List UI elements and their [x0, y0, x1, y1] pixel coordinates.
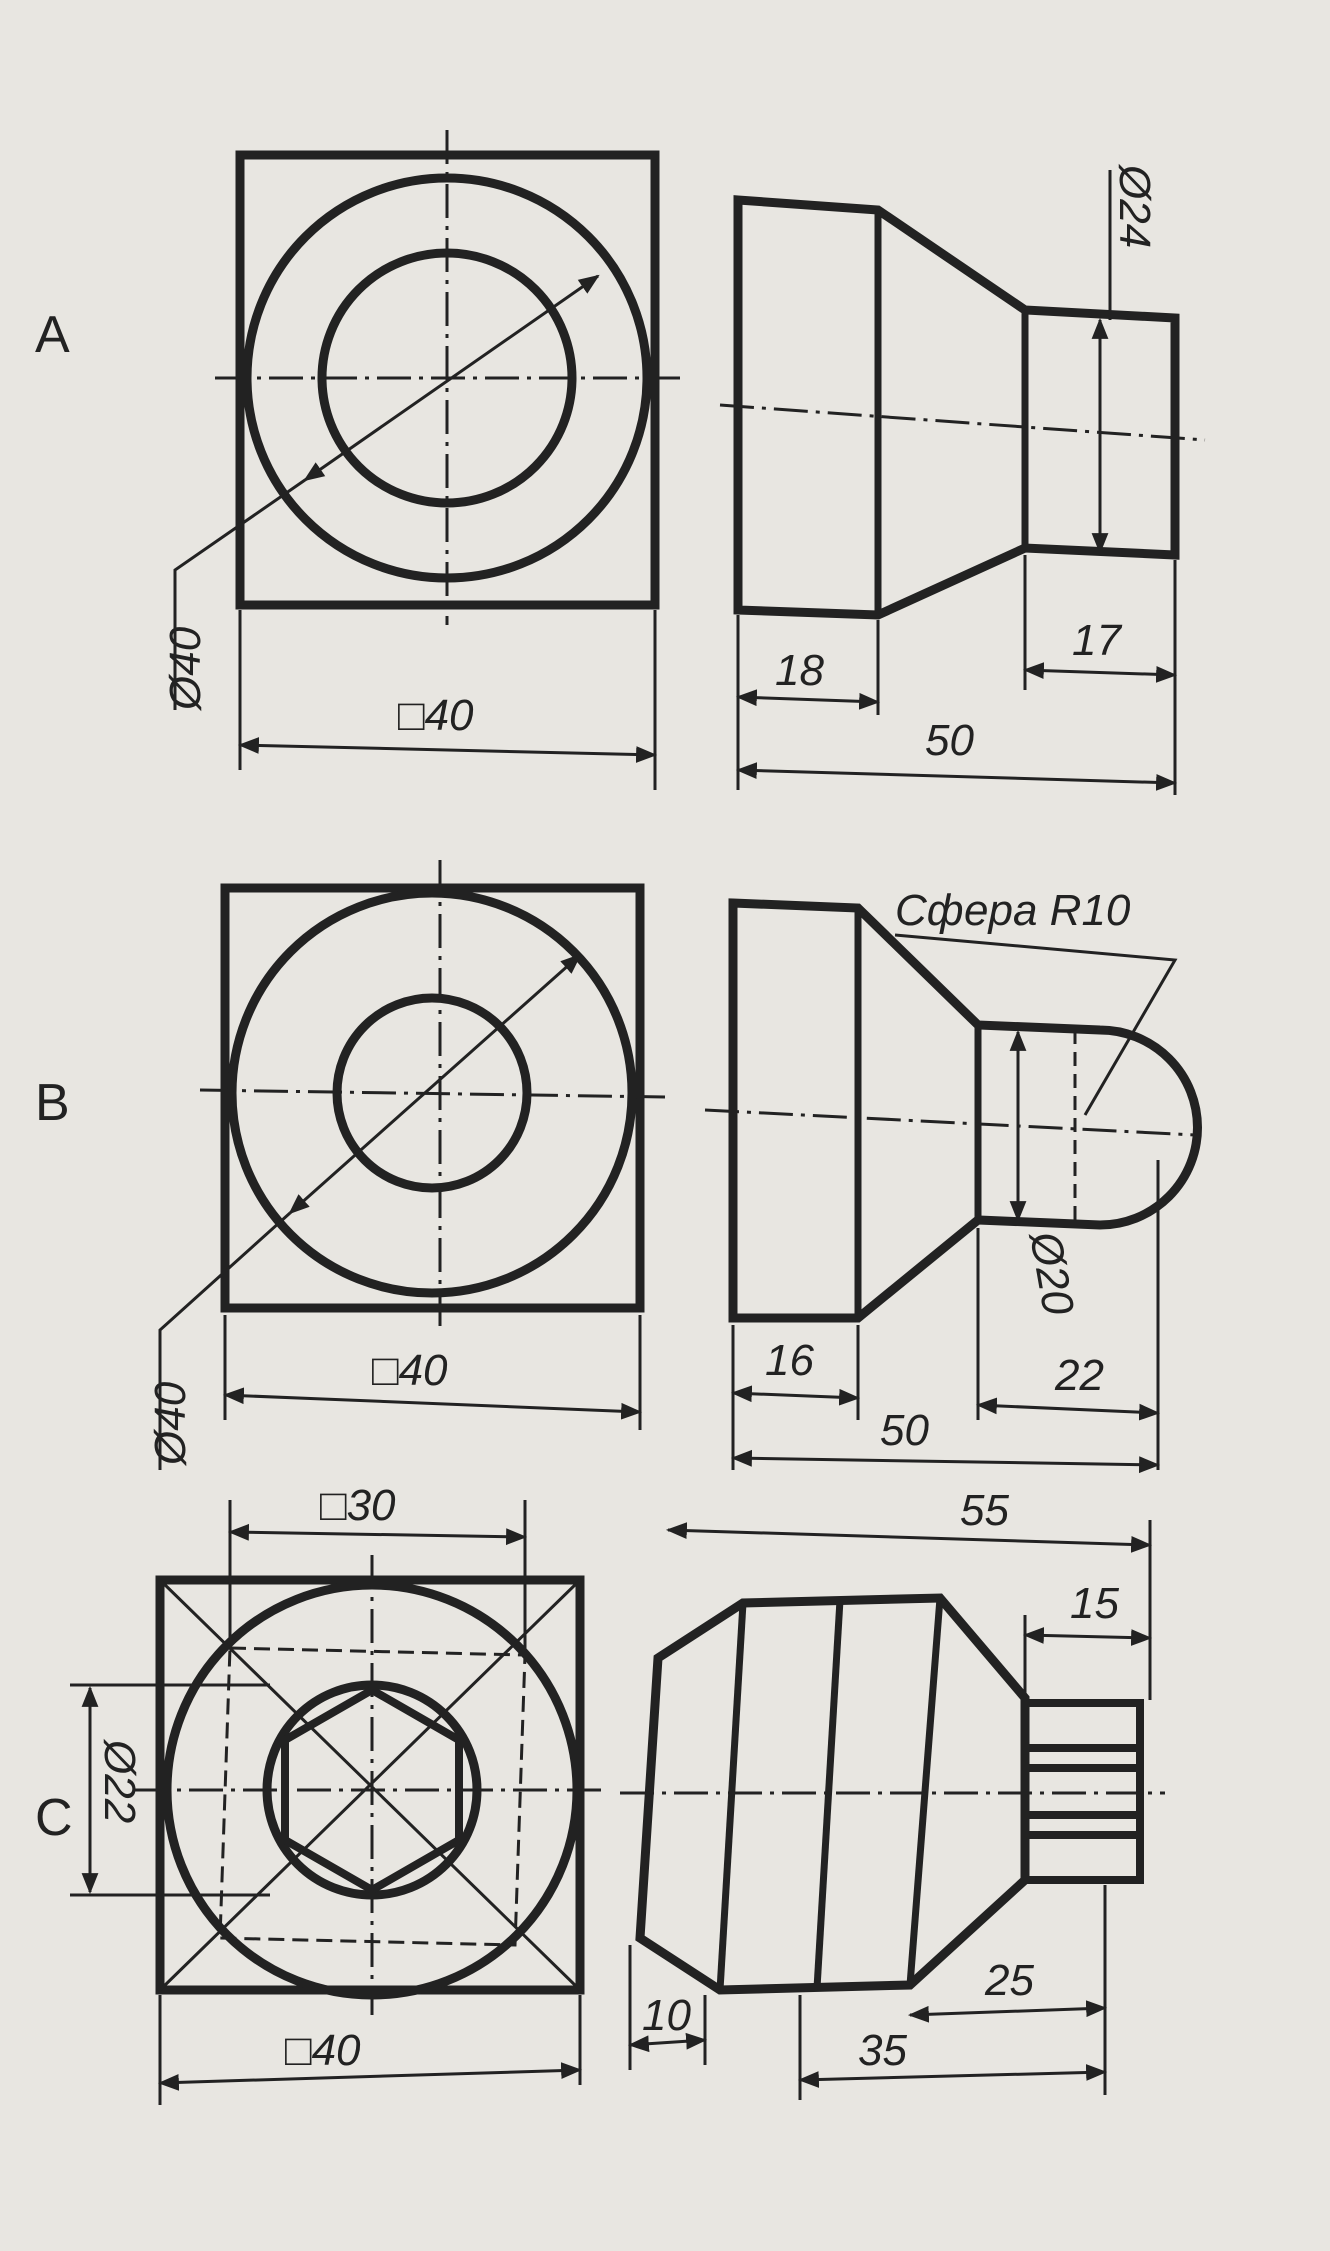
center-line-horizontal	[199, 1088, 666, 1099]
dim-line-right	[1022, 662, 1178, 683]
diameter-label: Ø22	[95, 1738, 144, 1823]
section-edge	[906, 1597, 944, 1986]
variant-c: C □30 Ø22 □40	[35, 1481, 1165, 2105]
dim-right-long-label: 25	[984, 1956, 1034, 2005]
dim-line-overall	[730, 1449, 1161, 1474]
diagonal-line	[158, 1578, 582, 1992]
dim-left-label: 16	[765, 1336, 814, 1385]
dim-overall-label: 50	[925, 716, 974, 765]
square-dim-line	[237, 737, 658, 763]
dim-right-label: 17	[1072, 616, 1122, 665]
dim-line-right	[1022, 1627, 1153, 1646]
dim-line-overall	[665, 1522, 1153, 1553]
circle-diameter-line	[288, 953, 582, 1215]
dim-line-left	[627, 2032, 708, 2053]
diameter-label: Ø20	[1020, 1226, 1083, 1319]
dim-line-left	[730, 1385, 861, 1406]
variant-b: B Ø40 □40	[35, 860, 1202, 1474]
inner-square-dim-line	[227, 1523, 528, 1546]
square-size-label: □40	[285, 2026, 361, 2075]
dim-overall-label: 55	[960, 1486, 1009, 1535]
dim-left-label: 10	[642, 1991, 691, 2040]
square-dim-line	[157, 2062, 583, 2091]
dim-overall-label: 50	[880, 1406, 929, 1455]
dim-right-label: 22	[1054, 1351, 1104, 1400]
axis-line	[704, 1108, 1196, 1137]
variant-b-side-view	[704, 898, 1202, 1474]
dim-left-label: 18	[775, 646, 824, 695]
hidden-inner-square	[218, 1646, 527, 1947]
variant-a-front-view	[173, 130, 680, 790]
dim-line-right	[975, 1397, 1161, 1421]
dim-line-left	[735, 689, 881, 710]
square-size-label: □40	[398, 691, 474, 740]
circle-diameter-label: Ø40	[146, 1381, 195, 1467]
square-dim-line	[222, 1387, 643, 1420]
variant-c-side-view	[620, 1520, 1165, 2100]
leader-line	[173, 478, 306, 710]
section-edge	[813, 1599, 844, 1989]
variant-b-front-view	[158, 860, 666, 1470]
leader-line	[158, 1211, 292, 1470]
axis-line	[719, 403, 1206, 442]
square-size-label: □40	[372, 1346, 448, 1395]
circle-diameter-line	[303, 274, 600, 482]
dim-right-label: 15	[1070, 1579, 1119, 1628]
sphere-note: Сфера R10	[895, 886, 1131, 935]
variant-c-label: C	[35, 1789, 73, 1847]
variant-a-label: A	[35, 306, 70, 364]
variant-a-side-view	[719, 170, 1206, 795]
dim-line-middle	[797, 2064, 1108, 2088]
circle-diameter-label: Ø40	[161, 626, 210, 712]
variant-c-front-view	[70, 1500, 605, 2105]
variant-b-label: B	[35, 1074, 70, 1132]
sphere-leader	[894, 933, 1178, 1116]
dim-middle-label: 35	[858, 2026, 907, 2075]
variant-a: A Ø40 □40	[35, 130, 1206, 795]
dim-line-right-long	[907, 2000, 1108, 2023]
inner-square-size-label: □30	[320, 1481, 396, 1530]
outer-circle	[227, 888, 637, 1298]
part-outline	[733, 195, 1180, 620]
dim-line-overall	[735, 762, 1178, 791]
diameter-label: Ø24	[1110, 163, 1159, 248]
section-edge	[716, 1602, 747, 1991]
part-outline	[728, 898, 1202, 1323]
